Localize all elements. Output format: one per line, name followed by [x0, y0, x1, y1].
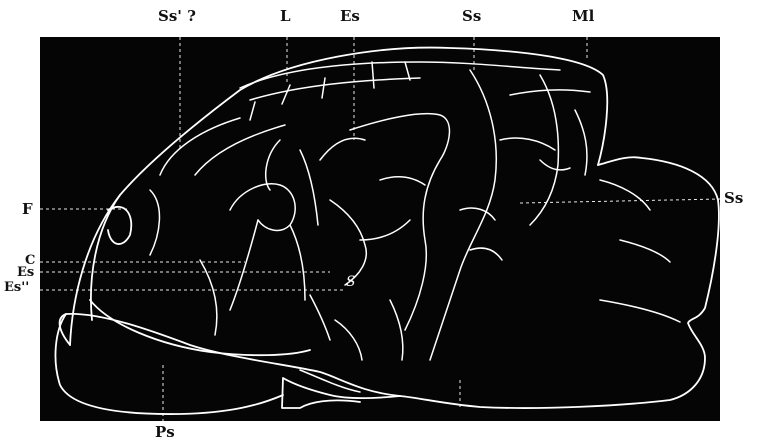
brain-outline [55, 48, 718, 414]
label-f: F [22, 202, 33, 217]
label-ps: Ps [155, 425, 175, 440]
label-es-top: Es [340, 9, 360, 24]
label-s-inner: S [346, 275, 356, 289]
label-es-double-prime: Es'' [4, 281, 29, 294]
guide-ss-right [520, 199, 720, 203]
label-l: L [280, 9, 291, 24]
label-ss-top: Ss [462, 9, 481, 24]
label-es-left: Es [17, 266, 34, 279]
label-ss-prime: Ss' ? [158, 9, 196, 24]
sulci [150, 62, 680, 392]
guide-lines [40, 37, 720, 421]
label-ss-right: Ss [724, 191, 743, 206]
label-ml: Ml [572, 9, 594, 24]
